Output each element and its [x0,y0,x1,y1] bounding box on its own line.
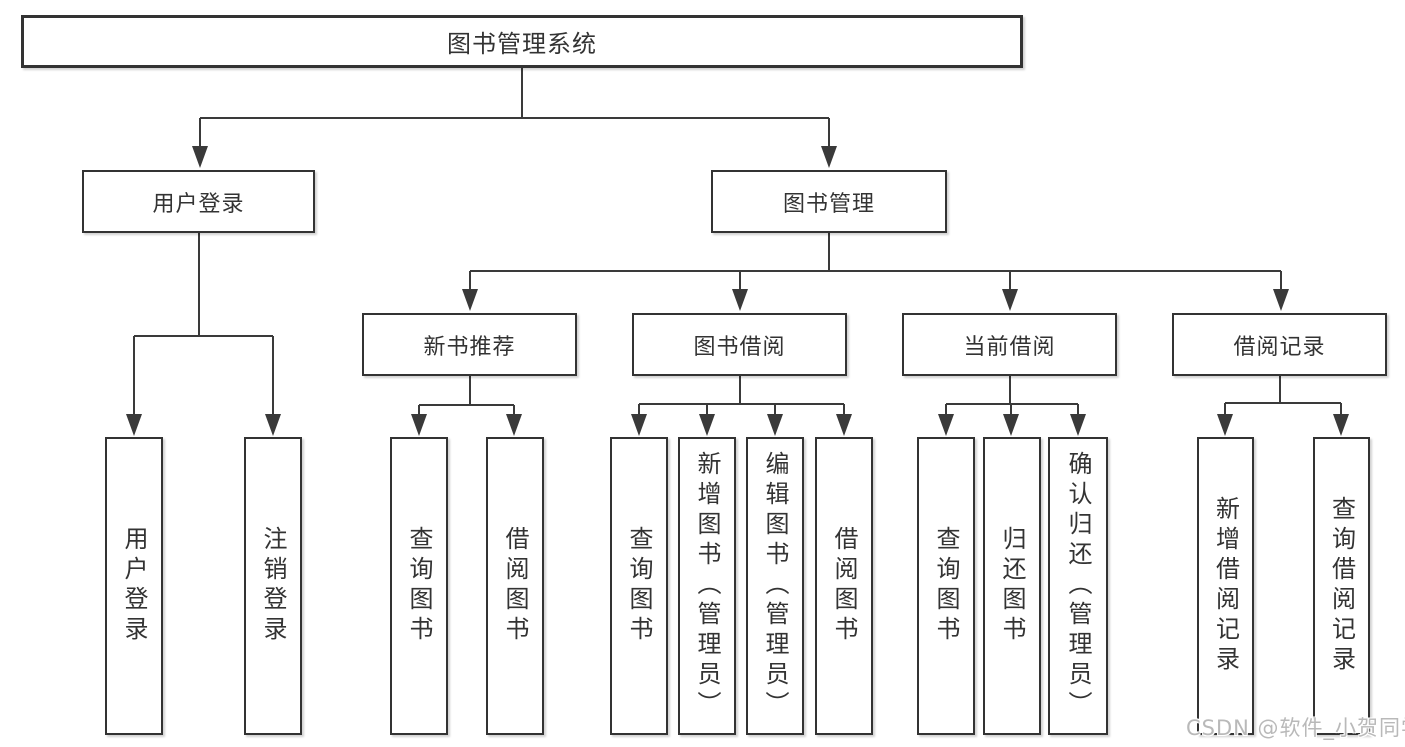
leaf-borrow-edit-admin: 编辑图书（管理员） [746,437,804,735]
connector-user-login-children [133,233,274,416]
leaf-borrow-query: 查询图书 [610,437,668,735]
leaf-label: 查询图书 [625,526,653,646]
leaf-user-login: 用户登录 [105,437,163,735]
leaf-label: 归还图书 [998,526,1026,646]
node-label: 图书管理 [782,191,875,217]
leaf-label: 查询图书 [932,526,960,646]
connector-current-borrow-children [945,376,1079,416]
leaf-label: 借阅图书 [830,526,858,646]
leaf-record-add: 新增借阅记录 [1197,437,1254,735]
leaf-current-return: 归还图书 [983,437,1041,735]
connector-book-borrow-children [638,376,845,416]
leaf-newbook-borrow: 借阅图书 [486,437,544,735]
node-root-system: 图书管理系统 [21,15,1023,68]
connector-book-mgmt-to-level3 [469,233,1282,291]
node-label: 当前借阅 [963,334,1056,360]
node-book-borrow: 图书借阅 [632,313,847,376]
node-current-borrow: 当前借阅 [902,313,1117,376]
leaf-current-query: 查询图书 [917,437,975,735]
leaf-borrow-borrow: 借阅图书 [815,437,873,735]
leaf-label: 编辑图书（管理员） [761,451,789,721]
node-book-mgmt: 图书管理 [711,170,947,233]
connector-borrow-record-children [1224,376,1342,416]
leaf-label: 注销登录 [259,526,287,646]
node-new-book: 新书推荐 [362,313,577,376]
leaf-logout: 注销登录 [244,437,302,735]
leaf-borrow-add-admin: 新增图书（管理员） [678,437,736,735]
node-borrow-record: 借阅记录 [1172,313,1387,376]
node-label: 图书借阅 [693,334,786,360]
leaf-label: 新增借阅记录 [1211,496,1240,676]
node-label: 借阅记录 [1233,334,1326,360]
leaf-current-confirm-admin: 确认归还（管理员） [1048,437,1108,735]
leaf-label: 确认归还（管理员） [1064,451,1092,721]
leaf-newbook-query: 查询图书 [390,437,448,735]
leaf-label: 借阅图书 [501,526,529,646]
connector-root-to-level2 [199,68,830,148]
node-user-login: 用户登录 [82,170,315,233]
leaf-label: 用户登录 [120,526,148,646]
leaf-label: 查询图书 [405,526,433,646]
leaf-label: 新增图书（管理员） [693,451,721,721]
csdn-watermark: CSDN @软件_小贺同学 [1186,716,1405,740]
node-root-label: 图书管理系统 [447,30,597,58]
connector-new-book-children [418,376,515,416]
node-label: 用户登录 [152,191,245,217]
node-label: 新书推荐 [423,334,516,360]
arrowheads [126,146,1349,436]
leaf-label: 查询借阅记录 [1327,496,1356,676]
leaf-record-query: 查询借阅记录 [1313,437,1370,735]
